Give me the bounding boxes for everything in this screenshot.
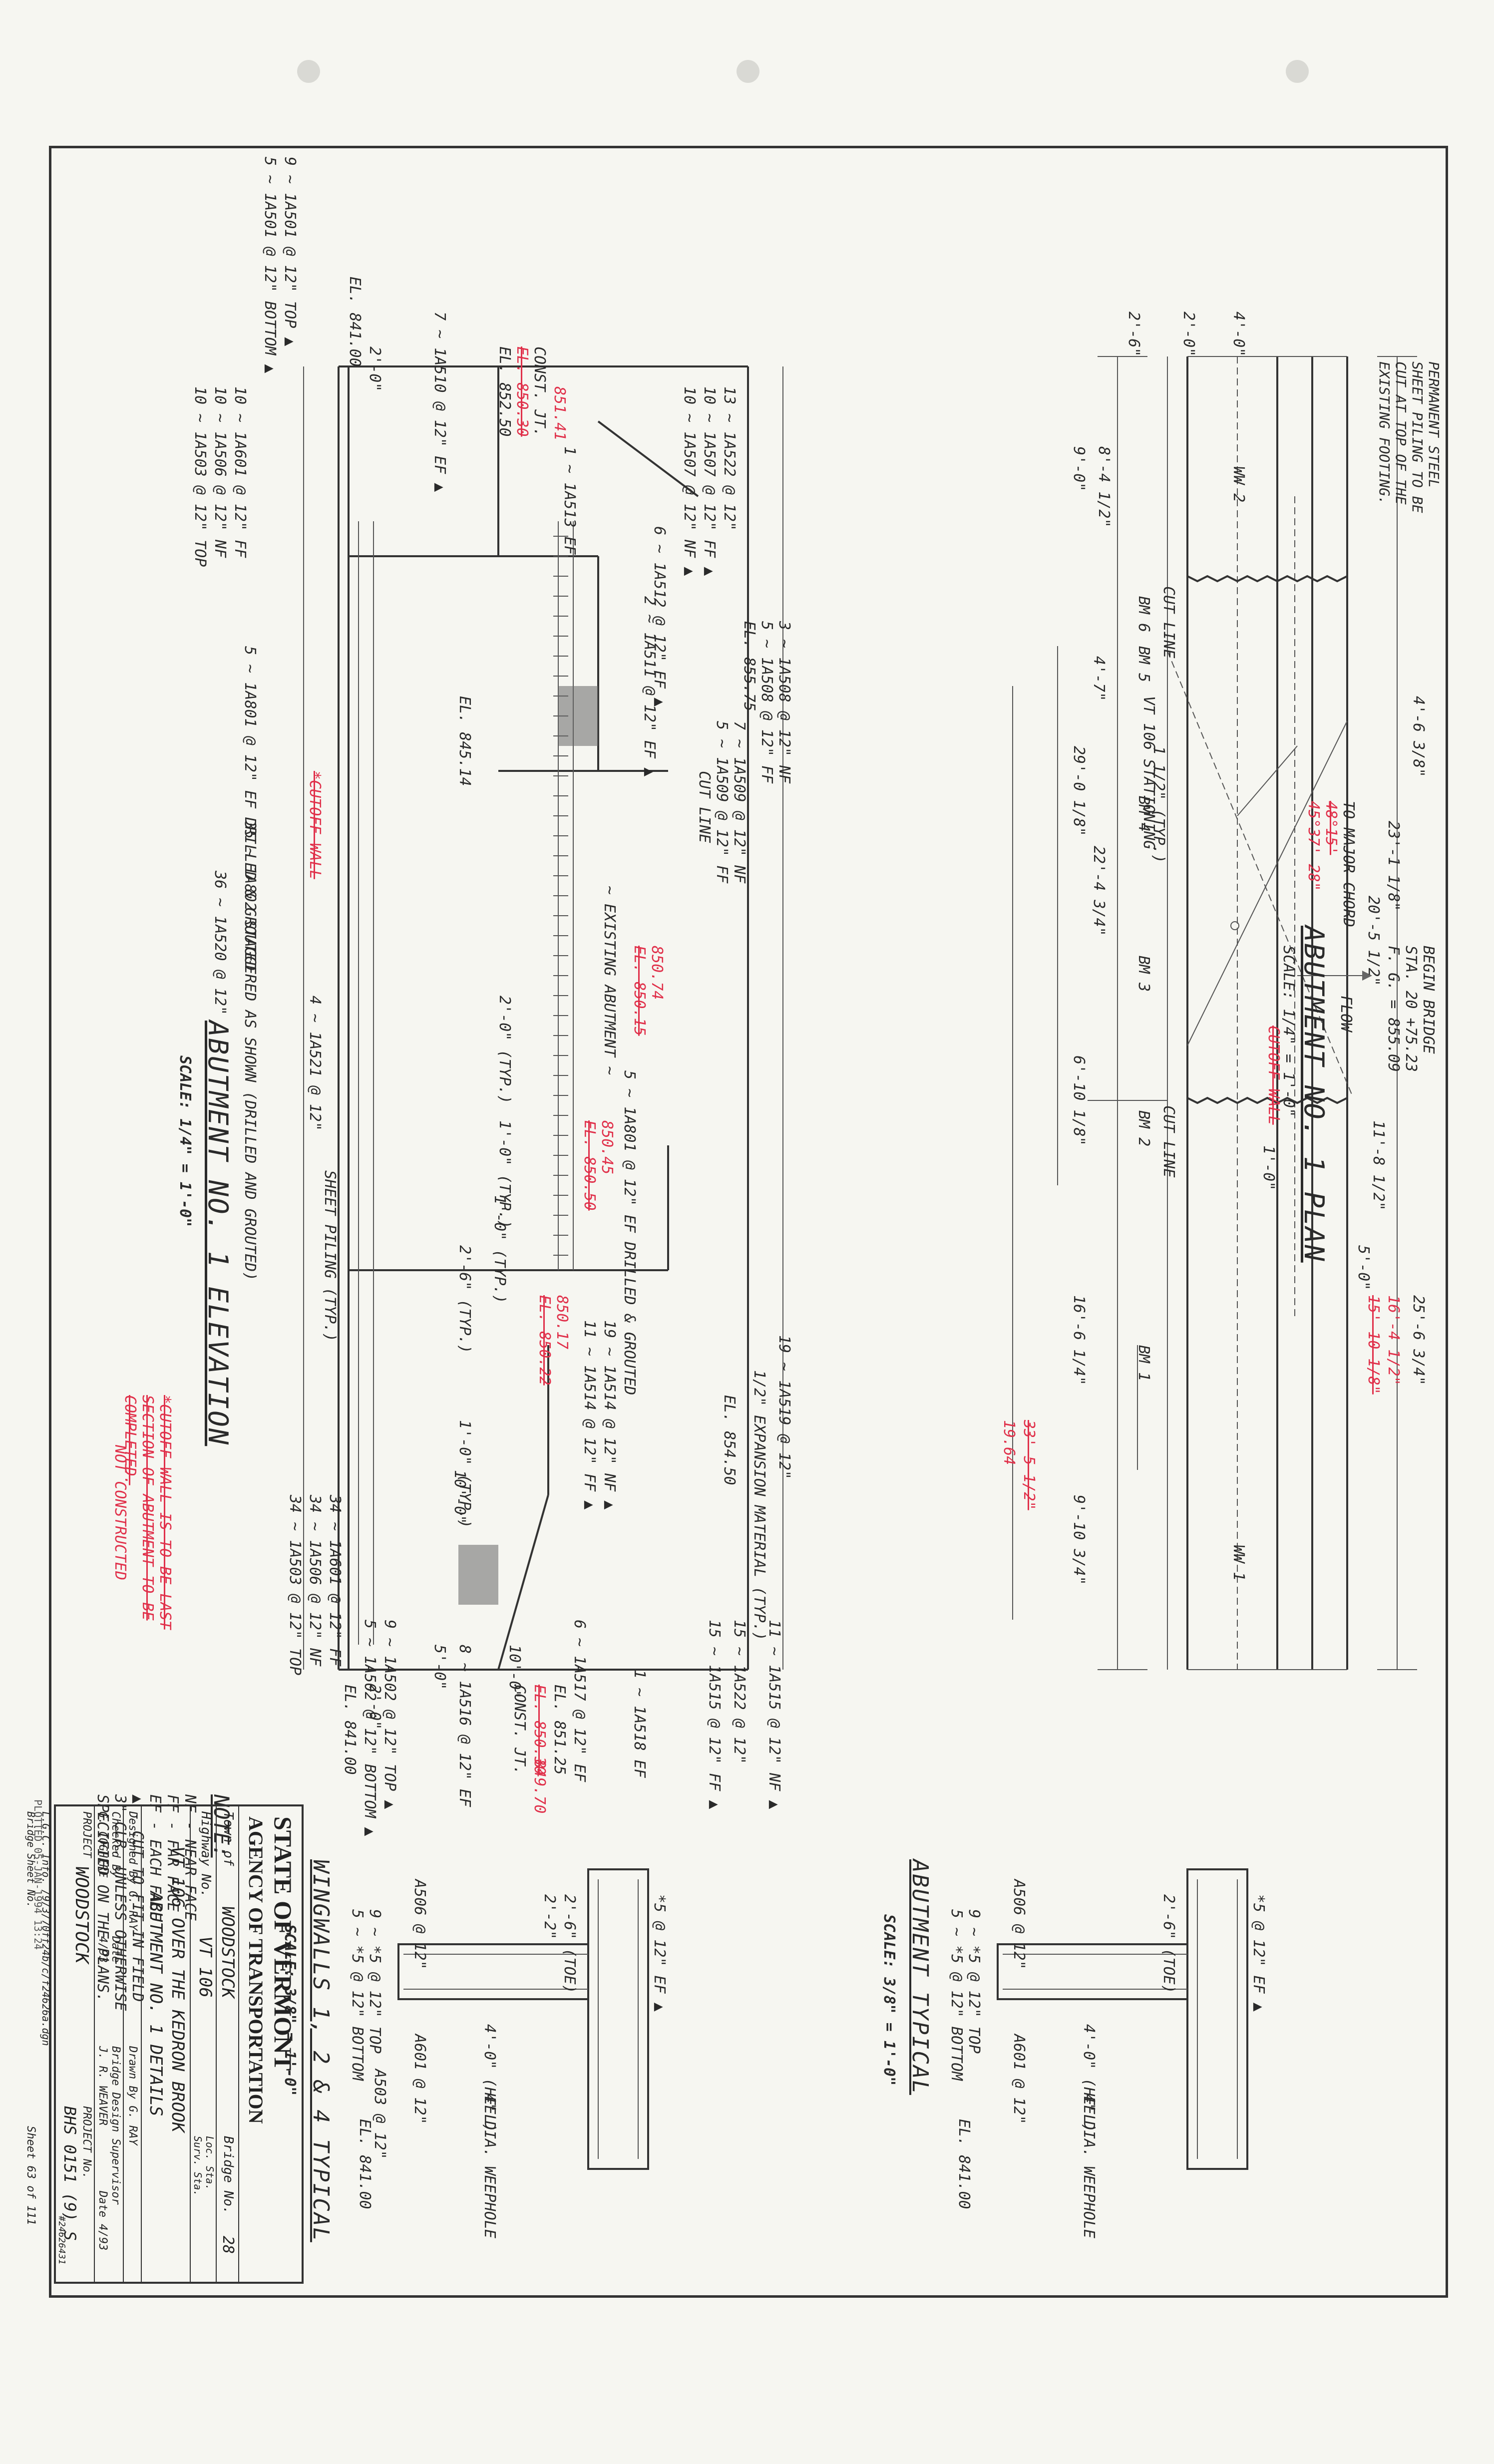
punch-hole-right <box>1286 60 1309 83</box>
tb-desc2: ABUTMENT NO. 1 DETAILS <box>146 1891 166 2116</box>
drawing-border <box>49 146 1448 2298</box>
tb-project-no-label: PROJECT No. <box>80 2106 93 2179</box>
ww-label-9: A601 @ 12" <box>411 2034 428 2124</box>
tb-town-label: Town of <box>221 1811 236 1866</box>
ww-label-3: 2'-2" <box>541 1894 558 1940</box>
tb-supervisor: Bridge Design Supervisor <box>109 2046 122 2205</box>
plotted-stamp: PLOTTED 05-JAN-1994 13:24 <box>32 1799 44 1950</box>
tb-highway: VT 106 <box>195 1936 215 1998</box>
title-block: STATE OF VERMONT AGENCY OF TRANSPORTATIO… <box>24 1804 304 2284</box>
ww-label-2: 2'-6" (TOE) <box>561 1894 578 1994</box>
elevation-drawing <box>303 365 783 1671</box>
tb-date: 4/93 <box>96 1936 109 1963</box>
ww-label-14: A503 @ 12" <box>371 2069 388 2159</box>
wingwall-section <box>397 1868 1248 2170</box>
tb-loc-sta: Loc. Sta. <box>204 2136 216 2190</box>
tb-file-ref: #24626431 <box>56 2216 67 2265</box>
abutment-typical-title: ABUTMENT TYPICAL <box>907 1859 933 2095</box>
at-label-17: 4" DIA. WEEPHOLE <box>1080 2094 1098 2238</box>
tb-project: WOODSTOCK <box>71 1866 92 1964</box>
tb-bridge-no-label: Bridge No. <box>221 2136 236 2214</box>
ww-label-8: A506 @ 12" <box>411 1879 428 1970</box>
ww-label-15: 4" DIA. WEEPHOLE <box>481 2094 498 2238</box>
punch-hole-mid <box>737 60 759 83</box>
at-label-12: 9 ~ *5 @ 12" TOP <box>965 1909 983 2054</box>
at-label-10: A506 @ 12" <box>1010 1879 1028 1970</box>
tb-state: STATE OF VERMONT <box>269 1816 297 2071</box>
tb-designed: Designed By G. RAY <box>126 1811 139 1931</box>
tb-desc1: VT 106 OVER THE KEDRON BROOK <box>168 1846 188 2133</box>
punch-hole-top <box>297 60 320 83</box>
tb-agency: AGENCY OF TRANSPORTATION <box>245 1816 267 2124</box>
tb-checked-name: G. COGHIRE <box>96 1811 109 1878</box>
rotated-drawing: PERMANENT STEEL SHEET PILING TO BE CUT A… <box>24 147 1447 2294</box>
at-label-3: 2'-6" (TOE) <box>1160 1894 1177 1994</box>
at-label-0: *5 @ 12" EF ▲ <box>1250 1894 1267 2012</box>
ww-label-10: 9 ~ *5 @ 12" TOP <box>366 1909 383 2054</box>
tb-bridge-no: 28 <box>219 2236 237 2254</box>
tb-town: WOODSTOCK <box>218 1906 238 1999</box>
abutment-typical-scale: SCALE: 3/8" = 1'-0" <box>880 1914 898 2086</box>
tb-surv-sta: Surv. Sta. <box>192 2136 204 2196</box>
ww-label-0: *5 @ 12" EF ▲ <box>651 1894 668 2012</box>
tb-supervisor-name: J. R. WEAVER <box>96 2046 109 2125</box>
tb-date2: Date 4/93 <box>96 2191 109 2251</box>
at-label-11: A601 @ 12" <box>1010 2034 1028 2124</box>
tb-date-label: Date <box>109 1936 122 1963</box>
at-label-13: 5 ~ *5 @ 12" BOTTOM <box>948 1909 965 2081</box>
at-label-15: EL. 841.00 <box>955 2119 973 2209</box>
tb-checked: Checked By <box>109 1811 122 1878</box>
tb-drawn: Drawn By G. RAY <box>126 2046 139 2145</box>
tb-project-label: PROJECT <box>80 1811 93 1858</box>
plan-drawing <box>1012 356 1417 1670</box>
wingwalls-title: WINGWALLS 1, 2 & 4 TYPICAL <box>308 1859 334 2242</box>
tb-highway-label: Highway No. <box>198 1811 213 1898</box>
tb-sheet: Sheet 63 of 111 <box>24 2126 37 2225</box>
ww-label-11: 5 ~ *5 @ 12" BOTTOM <box>349 1909 366 2081</box>
